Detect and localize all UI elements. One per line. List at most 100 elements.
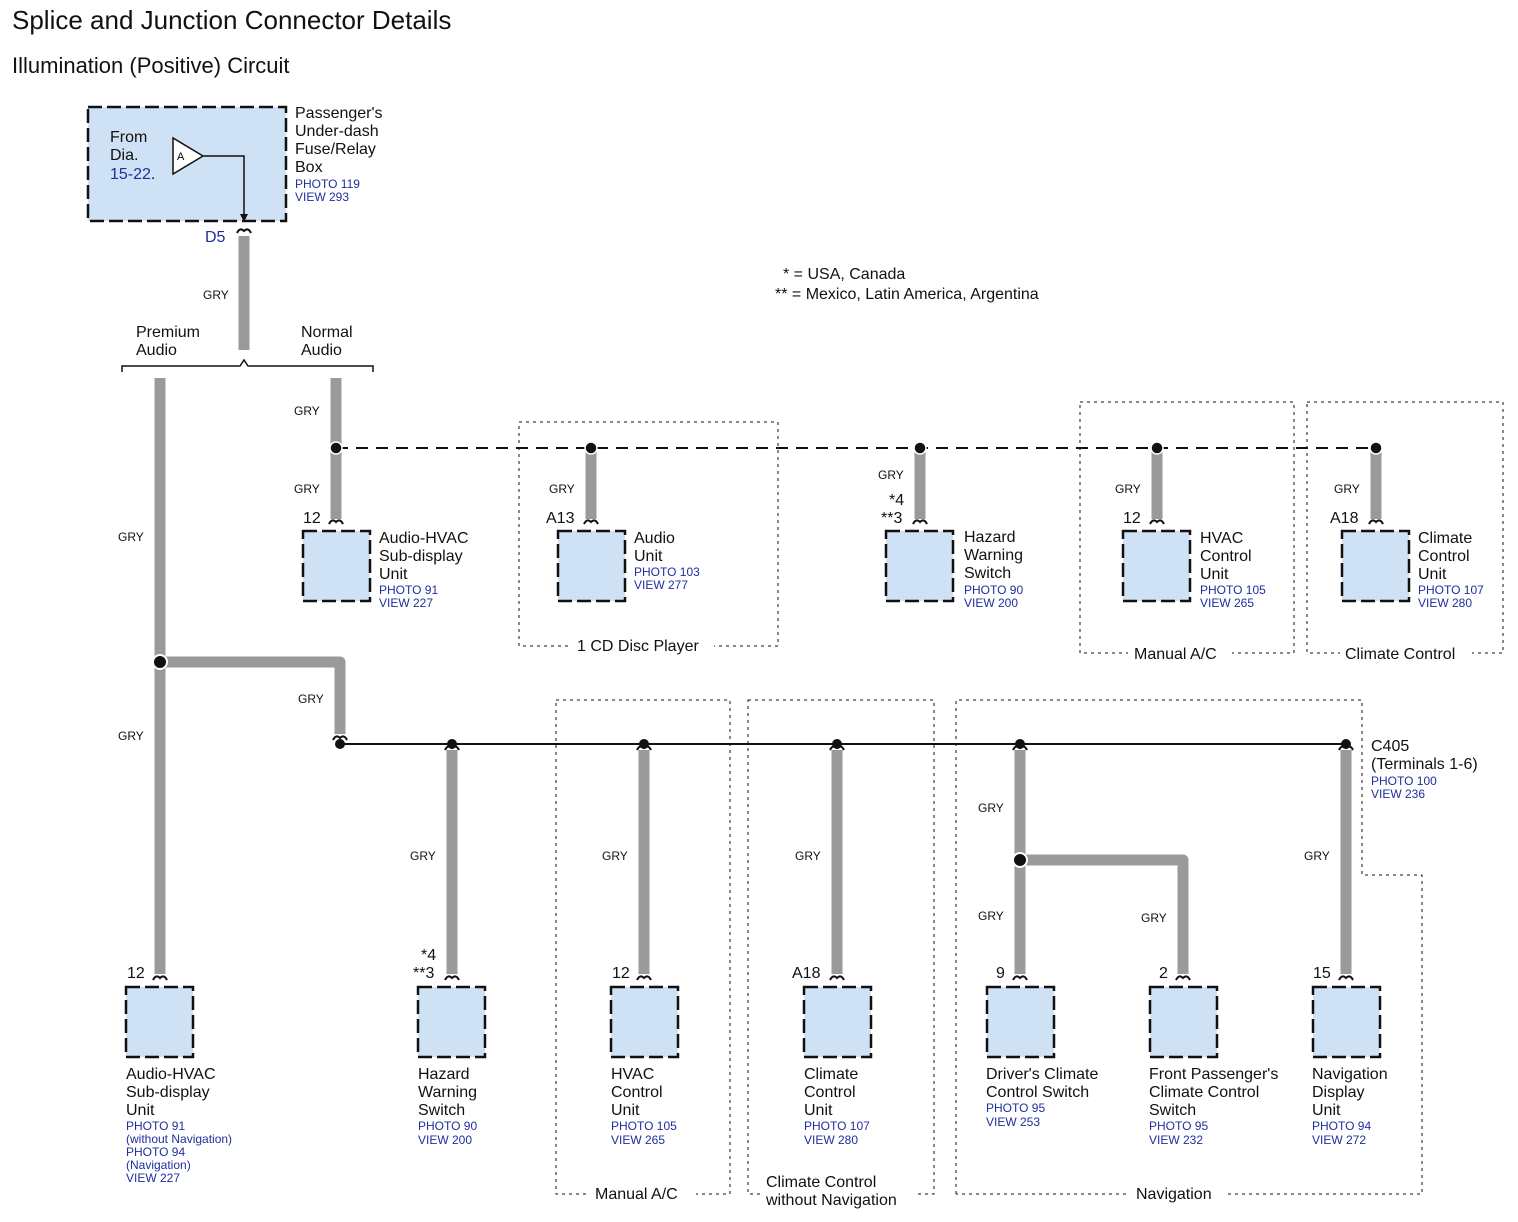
component-box: [985, 985, 1056, 1059]
component-name-1: Hazard: [964, 529, 1016, 546]
internal-feed-line: [203, 155, 245, 218]
component-photo: PHOTO 90: [964, 583, 1023, 597]
wire-color: GRY: [1115, 482, 1141, 496]
component-view: VIEW 227: [379, 596, 433, 610]
component-name-3: Switch: [964, 565, 1011, 582]
page-title: Splice and Junction Connector Details: [12, 5, 451, 35]
triangle-label: A: [177, 151, 185, 163]
wire-color-junction-feed: GRY: [298, 692, 324, 706]
bottom-climate-control-unit: GRY A18 Climate Control Unit PHOTO 107 V…: [792, 739, 873, 1147]
group-box-cd-player: [518, 421, 779, 647]
bottom-drivers-climate-control-switch: GRY GRY 9 Driver's Climate Control Switc…: [978, 739, 1189, 1129]
pin-number: 12: [1123, 510, 1141, 527]
component-box: [301, 529, 372, 603]
component-name-1: Climate: [1418, 530, 1472, 547]
terminal: [332, 735, 348, 741]
junction-pin-point: [1015, 739, 1025, 749]
component-name-1: Audio-HVAC: [379, 530, 469, 547]
group-label-climate-no-nav-1: Climate Control: [766, 1174, 876, 1191]
component-name-1: HVAC: [1200, 530, 1243, 547]
component-ref-1: PHOTO 107: [804, 1119, 870, 1133]
top-hazard-warning-switch: GRY *4 **3 Hazard Warning Switch PHOTO 9…: [878, 441, 1023, 610]
group-label-climate-no-nav-2: without Navigation: [765, 1192, 897, 1209]
from-dia-reference: 15-22.: [110, 166, 155, 183]
branch-wire: [1020, 854, 1189, 974]
pin-number: 12: [303, 510, 321, 527]
component-box: [609, 985, 680, 1059]
component-name-2: Warning: [964, 547, 1023, 564]
fuse-box-name-2: Under-dash: [295, 123, 379, 140]
normal-audio-label-1: Normal: [301, 324, 353, 341]
component-name-2: Unit: [634, 548, 663, 565]
component-ref-4: (Navigation): [126, 1158, 191, 1172]
pin-number: 2: [1159, 965, 1168, 982]
component-box: [1340, 529, 1411, 603]
terminal: [636, 975, 652, 981]
wire-color-normal-1: GRY: [294, 404, 320, 418]
component-box: [1311, 985, 1382, 1059]
component-name-1: Audio: [634, 530, 675, 547]
terminal: [328, 519, 344, 525]
component-ref-2: (without Navigation): [126, 1132, 232, 1146]
component-ref-1: PHOTO 90: [418, 1119, 477, 1133]
terminal: [583, 519, 599, 525]
component-name-2: Control Switch: [986, 1084, 1089, 1101]
fuse-box-name-4: Box: [295, 159, 323, 176]
component-view: VIEW 265: [1200, 596, 1254, 610]
wire-color-1: GRY: [978, 801, 1004, 815]
splice-point: [152, 654, 168, 670]
junction-pin-point: [639, 739, 649, 749]
component-box: [884, 529, 955, 603]
normal-audio-label-2: Audio: [301, 342, 342, 359]
group-box-climate-control-top: [1306, 401, 1504, 654]
splice-point: [584, 441, 598, 455]
component-name-1: Audio-HVAC: [126, 1066, 216, 1083]
component-photo: PHOTO 91: [379, 583, 438, 597]
group-label-climate-control-top: Climate Control: [1345, 646, 1455, 663]
component-ref-2: VIEW 265: [611, 1133, 665, 1147]
terminal: [444, 975, 460, 981]
component-box: [124, 985, 195, 1059]
wire-color-normal-2: GRY: [294, 482, 320, 496]
pin-star: *4: [421, 947, 436, 964]
wire-color: GRY: [549, 482, 575, 496]
bottom-hvac-control-unit: GRY 12 HVAC Control Unit PHOTO 105 VIEW …: [602, 739, 680, 1147]
splice-point: [1369, 441, 1383, 455]
component-name-3: Unit: [1418, 566, 1447, 583]
terminal: [829, 975, 845, 981]
pin-number: A13: [546, 510, 575, 527]
component-name-3: Unit: [379, 566, 408, 583]
top-climate-control-unit: GRY A18 Climate Control Unit PHOTO 107 V…: [1330, 441, 1484, 610]
terminal-d5-label: D5: [205, 229, 226, 246]
fuse-box-name-3: Fuse/Relay: [295, 141, 376, 158]
component-name-1: Climate: [804, 1066, 858, 1083]
option-brace: [121, 358, 374, 372]
component-name-1: Hazard: [418, 1066, 470, 1083]
wire-color: GRY: [410, 849, 436, 863]
component-photo: PHOTO 107: [1418, 583, 1484, 597]
wire-color: GRY: [1334, 482, 1360, 496]
fuse-box-photo: PHOTO 119: [295, 177, 360, 191]
junction-pin-point: [832, 739, 842, 749]
terminal: [912, 519, 928, 525]
splice-point: [329, 441, 343, 455]
premium-audio-label-1: Premium: [136, 324, 200, 341]
junction-view: VIEW 236: [1371, 787, 1425, 801]
component-name-2: Warning: [418, 1084, 477, 1101]
component-name-3: Unit: [1200, 566, 1229, 583]
component-photo: PHOTO 103: [634, 565, 700, 579]
junction-pin-point: [1341, 739, 1351, 749]
component-name-2: Control: [611, 1084, 663, 1101]
pin-number: 12: [612, 965, 630, 982]
arrow-down-icon: [240, 214, 248, 222]
pin-double-star: **3: [413, 965, 434, 982]
top-audio-unit: GRY A13 Audio Unit PHOTO 103 VIEW 277: [546, 441, 700, 603]
component-view: VIEW 280: [1418, 596, 1472, 610]
component-name-3: Unit: [1312, 1102, 1341, 1119]
component-name-3: Unit: [126, 1102, 155, 1119]
note-star: * = USA, Canada: [783, 266, 905, 283]
component-name-2: Control: [1418, 548, 1470, 565]
from-label: From: [110, 129, 147, 146]
component-name-2: Control: [804, 1084, 856, 1101]
splice-point: [913, 441, 927, 455]
